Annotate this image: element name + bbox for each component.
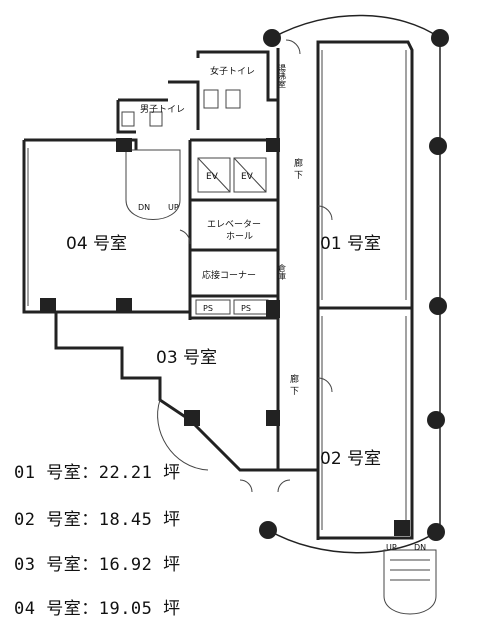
area-sep: ： bbox=[81, 555, 99, 575]
ps2-label: PS bbox=[241, 304, 251, 313]
corridor-upper-1: 廊 bbox=[294, 157, 303, 169]
balcony-arc-top bbox=[271, 14, 441, 39]
area-unit: 坪 bbox=[163, 555, 181, 575]
area-row-01: 01 号室：22.21 坪 bbox=[14, 458, 181, 483]
room-01-label: 01 号室 bbox=[320, 234, 381, 254]
womens-toilet-label: 女子トイレ bbox=[210, 65, 255, 77]
area-value: 18.45 bbox=[98, 510, 153, 530]
area-room: 04 号室 bbox=[14, 599, 82, 619]
area-unit: 坪 bbox=[163, 510, 181, 530]
area-row-04: 04 号室：19.05 坪 bbox=[14, 594, 181, 619]
corridor-upper-2: 下 bbox=[294, 171, 303, 181]
area-value: 22.21 bbox=[98, 463, 153, 483]
ev-hall-label-1: エレベーター bbox=[207, 219, 261, 230]
stair-up-label: UP bbox=[168, 203, 179, 212]
area-value: 19.05 bbox=[98, 599, 153, 619]
area-unit: 坪 bbox=[163, 599, 181, 619]
walls bbox=[22, 40, 414, 540]
ev2-label: EV bbox=[241, 172, 254, 182]
area-value: 16.92 bbox=[98, 555, 153, 575]
wall-columns bbox=[40, 138, 410, 536]
corridor-lower-1: 廊 bbox=[290, 373, 299, 385]
area-row-02: 02 号室：18.45 坪 bbox=[14, 505, 181, 530]
balcony-arc-bottom bbox=[267, 529, 437, 554]
area-sep: ： bbox=[81, 463, 99, 483]
room-03-label: 03 号室 bbox=[156, 348, 217, 368]
stair-dn-label: DN bbox=[138, 203, 150, 212]
columns bbox=[259, 29, 449, 541]
ps1-label: PS bbox=[203, 304, 213, 313]
area-unit: 坪 bbox=[163, 463, 181, 483]
ev1-label: EV bbox=[206, 172, 219, 182]
mens-toilet-label: 男子トイレ bbox=[140, 104, 185, 115]
room-04-label: 04 号室 bbox=[66, 234, 127, 254]
area-sep: ： bbox=[81, 510, 99, 530]
room-02-label: 02 号室 bbox=[320, 449, 381, 469]
stair2-dn-label: DN bbox=[414, 543, 426, 552]
stair2-up-label: UP bbox=[386, 543, 397, 552]
reception-label: 応接コーナー bbox=[202, 269, 256, 281]
area-room: 02 号室 bbox=[14, 510, 82, 530]
fixtures bbox=[27, 39, 437, 615]
area-row-03: 03 号室：16.92 坪 bbox=[14, 550, 181, 575]
area-room: 03 号室 bbox=[14, 555, 82, 575]
storage-label: 倉庫 bbox=[278, 263, 287, 281]
corridor-lower-2: 下 bbox=[290, 387, 299, 397]
kitchen-label: 湯沸室 bbox=[278, 63, 287, 88]
area-sep: ： bbox=[81, 599, 99, 619]
area-room: 01 号室 bbox=[14, 463, 82, 483]
ev-hall-label-2: ホール bbox=[226, 231, 253, 242]
